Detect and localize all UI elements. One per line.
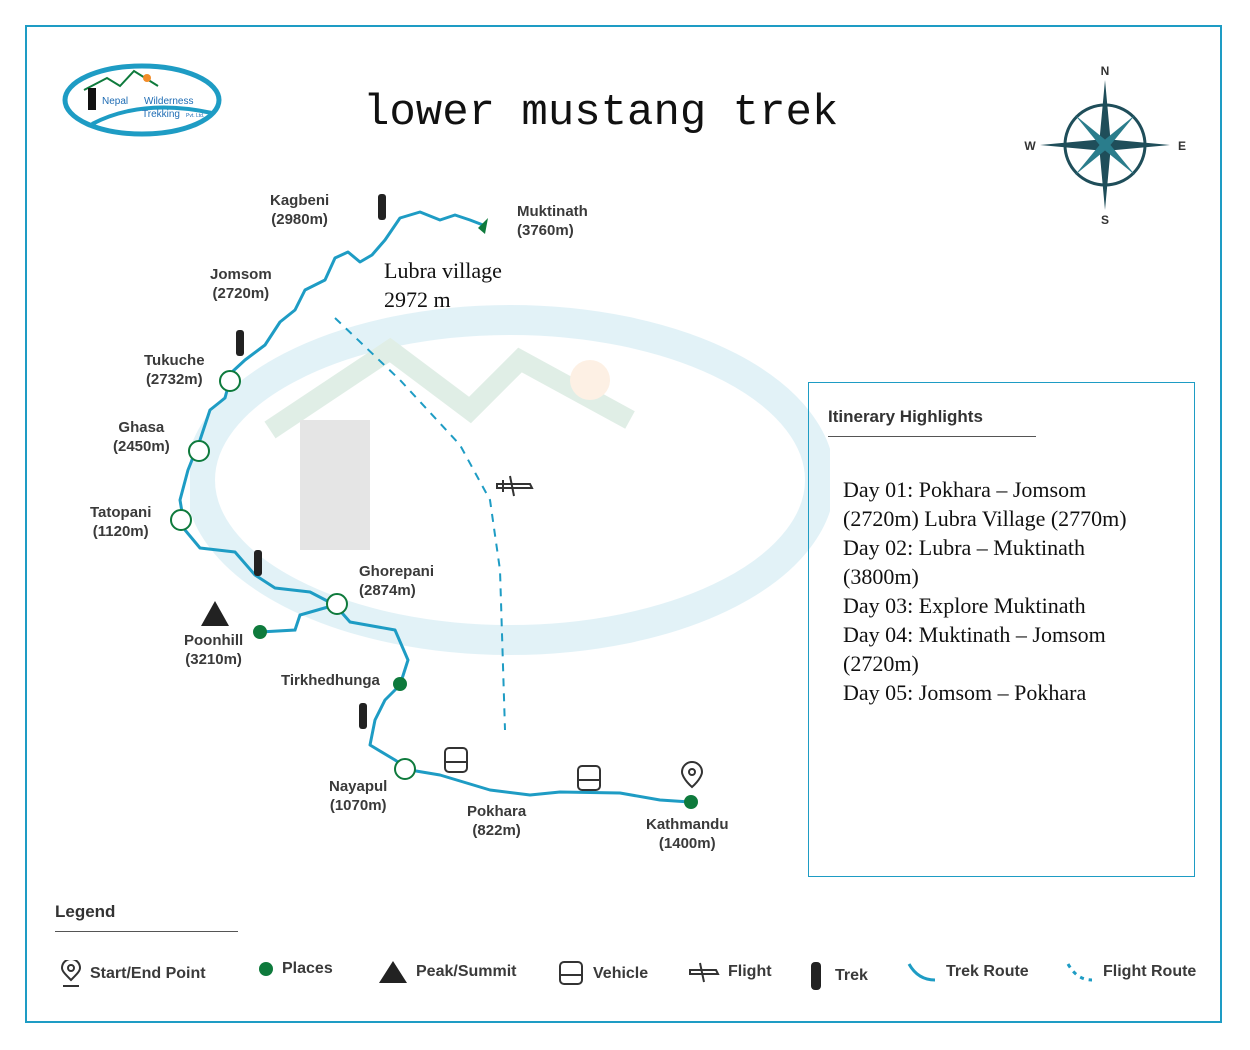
bus-icon (559, 961, 583, 985)
legend-start-end: Start/End Point (60, 960, 206, 988)
svg-text:Trekking: Trekking (142, 109, 180, 120)
legend-flight-route: Flight Route (1065, 960, 1196, 984)
svg-text:E: E (1178, 139, 1186, 153)
place-label-muktinath: Muktinath(3760m) (517, 203, 588, 239)
itinerary-line: (2720m) (843, 651, 919, 676)
place-label-kathmandu: Kathmandu(1400m) (646, 816, 729, 852)
itinerary-line: Day 05: Jomsom – Pokhara (843, 680, 1087, 705)
hiker-icon (811, 962, 821, 990)
watermark-logo (190, 305, 830, 655)
itinerary-box: Itinerary Highlights Day 01: Pokhara – J… (808, 382, 1195, 877)
logo-text-nepal: Nepal (102, 96, 128, 107)
legend-trek-route: Trek Route (906, 960, 1029, 984)
place-label-tatopani: Tatopani(1120m) (90, 504, 152, 540)
itinerary-line: Day 02: Lubra – Muktinath (843, 535, 1085, 560)
legend-flight: Flight (688, 960, 772, 984)
legend-trek: Trek (805, 960, 868, 992)
place-label-jomsom: Jomsom(2720m) (210, 266, 272, 302)
hiker-icon (236, 194, 386, 729)
peak-icon (379, 961, 407, 983)
itinerary-line: Day 03: Explore Muktinath (843, 593, 1086, 618)
place-label-tirkhedhunga: Tirkhedhunga (281, 672, 380, 689)
bus-icon (444, 747, 601, 791)
place-label-pokhara: Pokhara(822m) (467, 803, 527, 839)
flight-route (334, 317, 506, 731)
svg-text:N: N (1101, 64, 1110, 78)
place-label-kagbeni: Kagbeni(2980m) (270, 192, 330, 228)
itinerary-divider (828, 436, 1036, 437)
itinerary-line: (3800m) (843, 564, 919, 589)
company-logo: Nepal Wilderness Trekking Pvt. Ltd. (62, 58, 222, 138)
legend-vehicle: Vehicle (557, 960, 648, 988)
map-frame (25, 25, 1222, 1023)
peak-icon (201, 601, 229, 626)
itinerary-line: (2720m) Lubra Village (2770m) (843, 506, 1127, 531)
legend-title: Legend (55, 902, 116, 921)
compass-rose-icon: N S E W (1024, 64, 1186, 227)
itinerary-heading: Itinerary Highlights (828, 407, 983, 426)
flight-route-icon (1066, 963, 1093, 982)
airplane-icon (689, 962, 720, 983)
airplane-icon (496, 475, 534, 497)
svg-text:W: W (1024, 139, 1036, 153)
place-label-tukuche: Tukuche(2732m) (144, 352, 205, 388)
svg-text:Wilderness: Wilderness (144, 96, 193, 107)
place-label-ghorepani: Ghorepani(2874m) (359, 563, 435, 599)
legend-peak: Peak/Summit (378, 960, 516, 984)
place-markers (170, 218, 698, 809)
legend-divider (55, 931, 238, 932)
itinerary-line: Day 01: Pokhara – Jomsom (843, 477, 1087, 502)
legend-places: Places (258, 960, 333, 978)
trek-route-icon (907, 963, 936, 982)
place-label-ghasa: Ghasa(2450m) (113, 419, 170, 455)
place-dot-icon (259, 962, 273, 976)
place-label-nayapul: Nayapul(1070m) (329, 778, 388, 814)
place-label-poonhill: Poonhill(3210m) (184, 632, 244, 668)
svg-text:Pvt. Ltd.: Pvt. Ltd. (186, 113, 204, 119)
trek-route-poonhill (259, 603, 336, 634)
itinerary-list: Day 01: Pokhara – Jomsom (2720m) Lubra V… (843, 475, 1183, 707)
page-title: lower mustang trek (363, 88, 839, 138)
itinerary-line: Day 04: Muktinath – Jomsom (843, 622, 1106, 647)
location-pin-icon (60, 960, 82, 987)
location-pin-icon (680, 761, 704, 789)
svg-text:S: S (1101, 213, 1109, 227)
